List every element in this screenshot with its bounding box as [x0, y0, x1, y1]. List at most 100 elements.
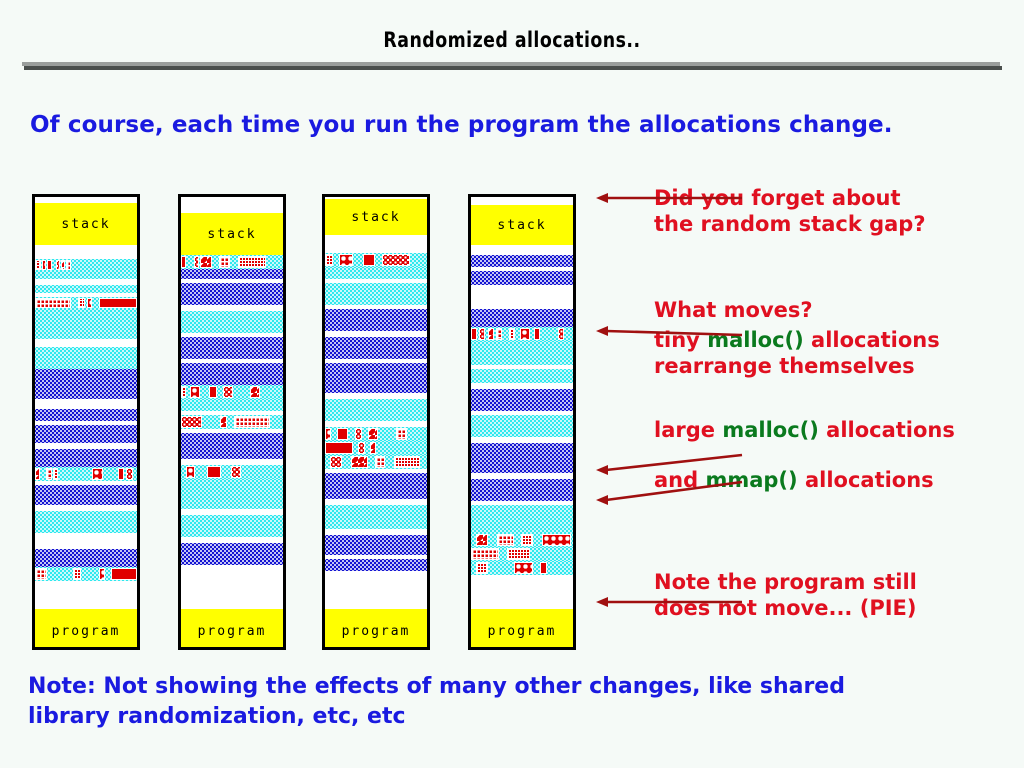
malloc-chunk-row [471, 533, 573, 547]
malloc-chunk [471, 328, 477, 340]
malloc-chunk-row [325, 427, 427, 441]
annotation-text: allocations [797, 468, 934, 492]
malloc-chunk [237, 256, 267, 268]
malloc-chunk [181, 386, 186, 398]
memory-band-white [325, 235, 427, 253]
memory-band-blue [35, 409, 137, 421]
annotation-keyword: malloc() [722, 418, 819, 442]
malloc-chunk [87, 298, 92, 308]
memory-band-white [325, 197, 427, 199]
memory-band-cyan [181, 399, 283, 411]
malloc-chunk [539, 562, 547, 574]
malloc-chunk [45, 468, 52, 480]
memory-band-white [471, 437, 573, 443]
malloc-chunk [35, 298, 71, 308]
malloc-chunk [194, 256, 199, 268]
memory-band-blue [35, 449, 137, 467]
memory-band-white [471, 267, 573, 271]
malloc-chunk [42, 260, 46, 270]
malloc-chunk [77, 298, 85, 308]
memory-band-blue [325, 473, 427, 499]
memory-band-blue [471, 255, 573, 267]
malloc-chunk [220, 416, 228, 428]
memory-band-blue [325, 535, 427, 555]
memory-band-cyan [35, 271, 137, 279]
malloc-chunk [35, 468, 40, 480]
malloc-chunk [249, 386, 261, 398]
memory-band-white [35, 245, 137, 259]
malloc-chunk [358, 442, 366, 454]
memory-band-white [35, 293, 137, 297]
malloc-chunk [65, 260, 71, 270]
malloc-chunk-row [325, 253, 427, 267]
lead-paragraph: Of course, each time you run the program… [30, 112, 893, 138]
annotation-text: rearrange themselves [654, 353, 915, 378]
malloc-chunk-row [181, 385, 283, 399]
malloc-chunk [181, 256, 186, 268]
memory-band-cyan [181, 515, 283, 537]
malloc-chunk [396, 428, 407, 440]
memory-band-white [325, 279, 427, 283]
memory-band-blue [325, 337, 427, 359]
malloc-chunk [35, 260, 41, 270]
region-label-program: program [181, 609, 283, 647]
malloc-chunk [110, 568, 137, 580]
malloc-chunk [222, 386, 234, 398]
malloc-chunk [46, 260, 52, 270]
region-label-stack: stack [471, 205, 573, 245]
memory-band-blue [181, 337, 283, 359]
memory-band-cyan [471, 505, 573, 533]
memory-band-white [181, 411, 283, 415]
malloc-chunk [497, 534, 514, 546]
memory-band-white [325, 421, 427, 427]
memory-band-white [181, 537, 283, 543]
memory-band-white [181, 305, 283, 311]
memory-band-blue [35, 549, 137, 567]
malloc-chunk [181, 416, 203, 428]
annotation-large-malloc: large malloc() allocations [654, 418, 955, 444]
malloc-chunk [126, 468, 134, 480]
malloc-chunk [72, 568, 82, 580]
memory-band-white [181, 279, 283, 283]
memory-band-blue [325, 309, 427, 331]
malloc-chunk [35, 568, 47, 580]
title-divider-light [22, 62, 1000, 66]
malloc-chunk [508, 328, 515, 340]
memory-band-white [471, 365, 573, 369]
malloc-chunk [520, 534, 533, 546]
malloc-chunk [533, 328, 540, 340]
malloc-chunk-row [181, 255, 283, 269]
malloc-chunk [209, 386, 217, 398]
memory-band-white [35, 399, 137, 409]
malloc-chunk-row [35, 567, 137, 581]
memory-band-white [325, 359, 427, 363]
memory-band-white [325, 529, 427, 535]
malloc-chunk [354, 428, 362, 440]
memory-band-cyan [471, 415, 573, 437]
malloc-chunk [99, 568, 105, 580]
malloc-chunk [91, 468, 103, 480]
memory-band-white [181, 333, 283, 337]
malloc-chunk [393, 456, 420, 468]
memory-band-cyan [35, 347, 137, 369]
region-label-stack: stack [35, 203, 137, 245]
annotation-text: Note the program still [654, 570, 917, 594]
malloc-chunk [218, 256, 230, 268]
memory-band-blue [181, 543, 283, 565]
memory-band-white [471, 501, 573, 505]
memory-band-blue [35, 485, 137, 505]
footnote: Note: Not showing the effects of many ot… [28, 674, 845, 729]
memory-band-white [325, 331, 427, 337]
memory-band-white [325, 305, 427, 309]
memory-band-blue [471, 443, 573, 473]
malloc-chunk [475, 562, 488, 574]
memory-band-cyan [35, 285, 137, 293]
memory-band-white [35, 197, 137, 203]
malloc-chunk [199, 256, 212, 268]
memory-band-white [181, 509, 283, 515]
malloc-chunk [471, 548, 500, 560]
